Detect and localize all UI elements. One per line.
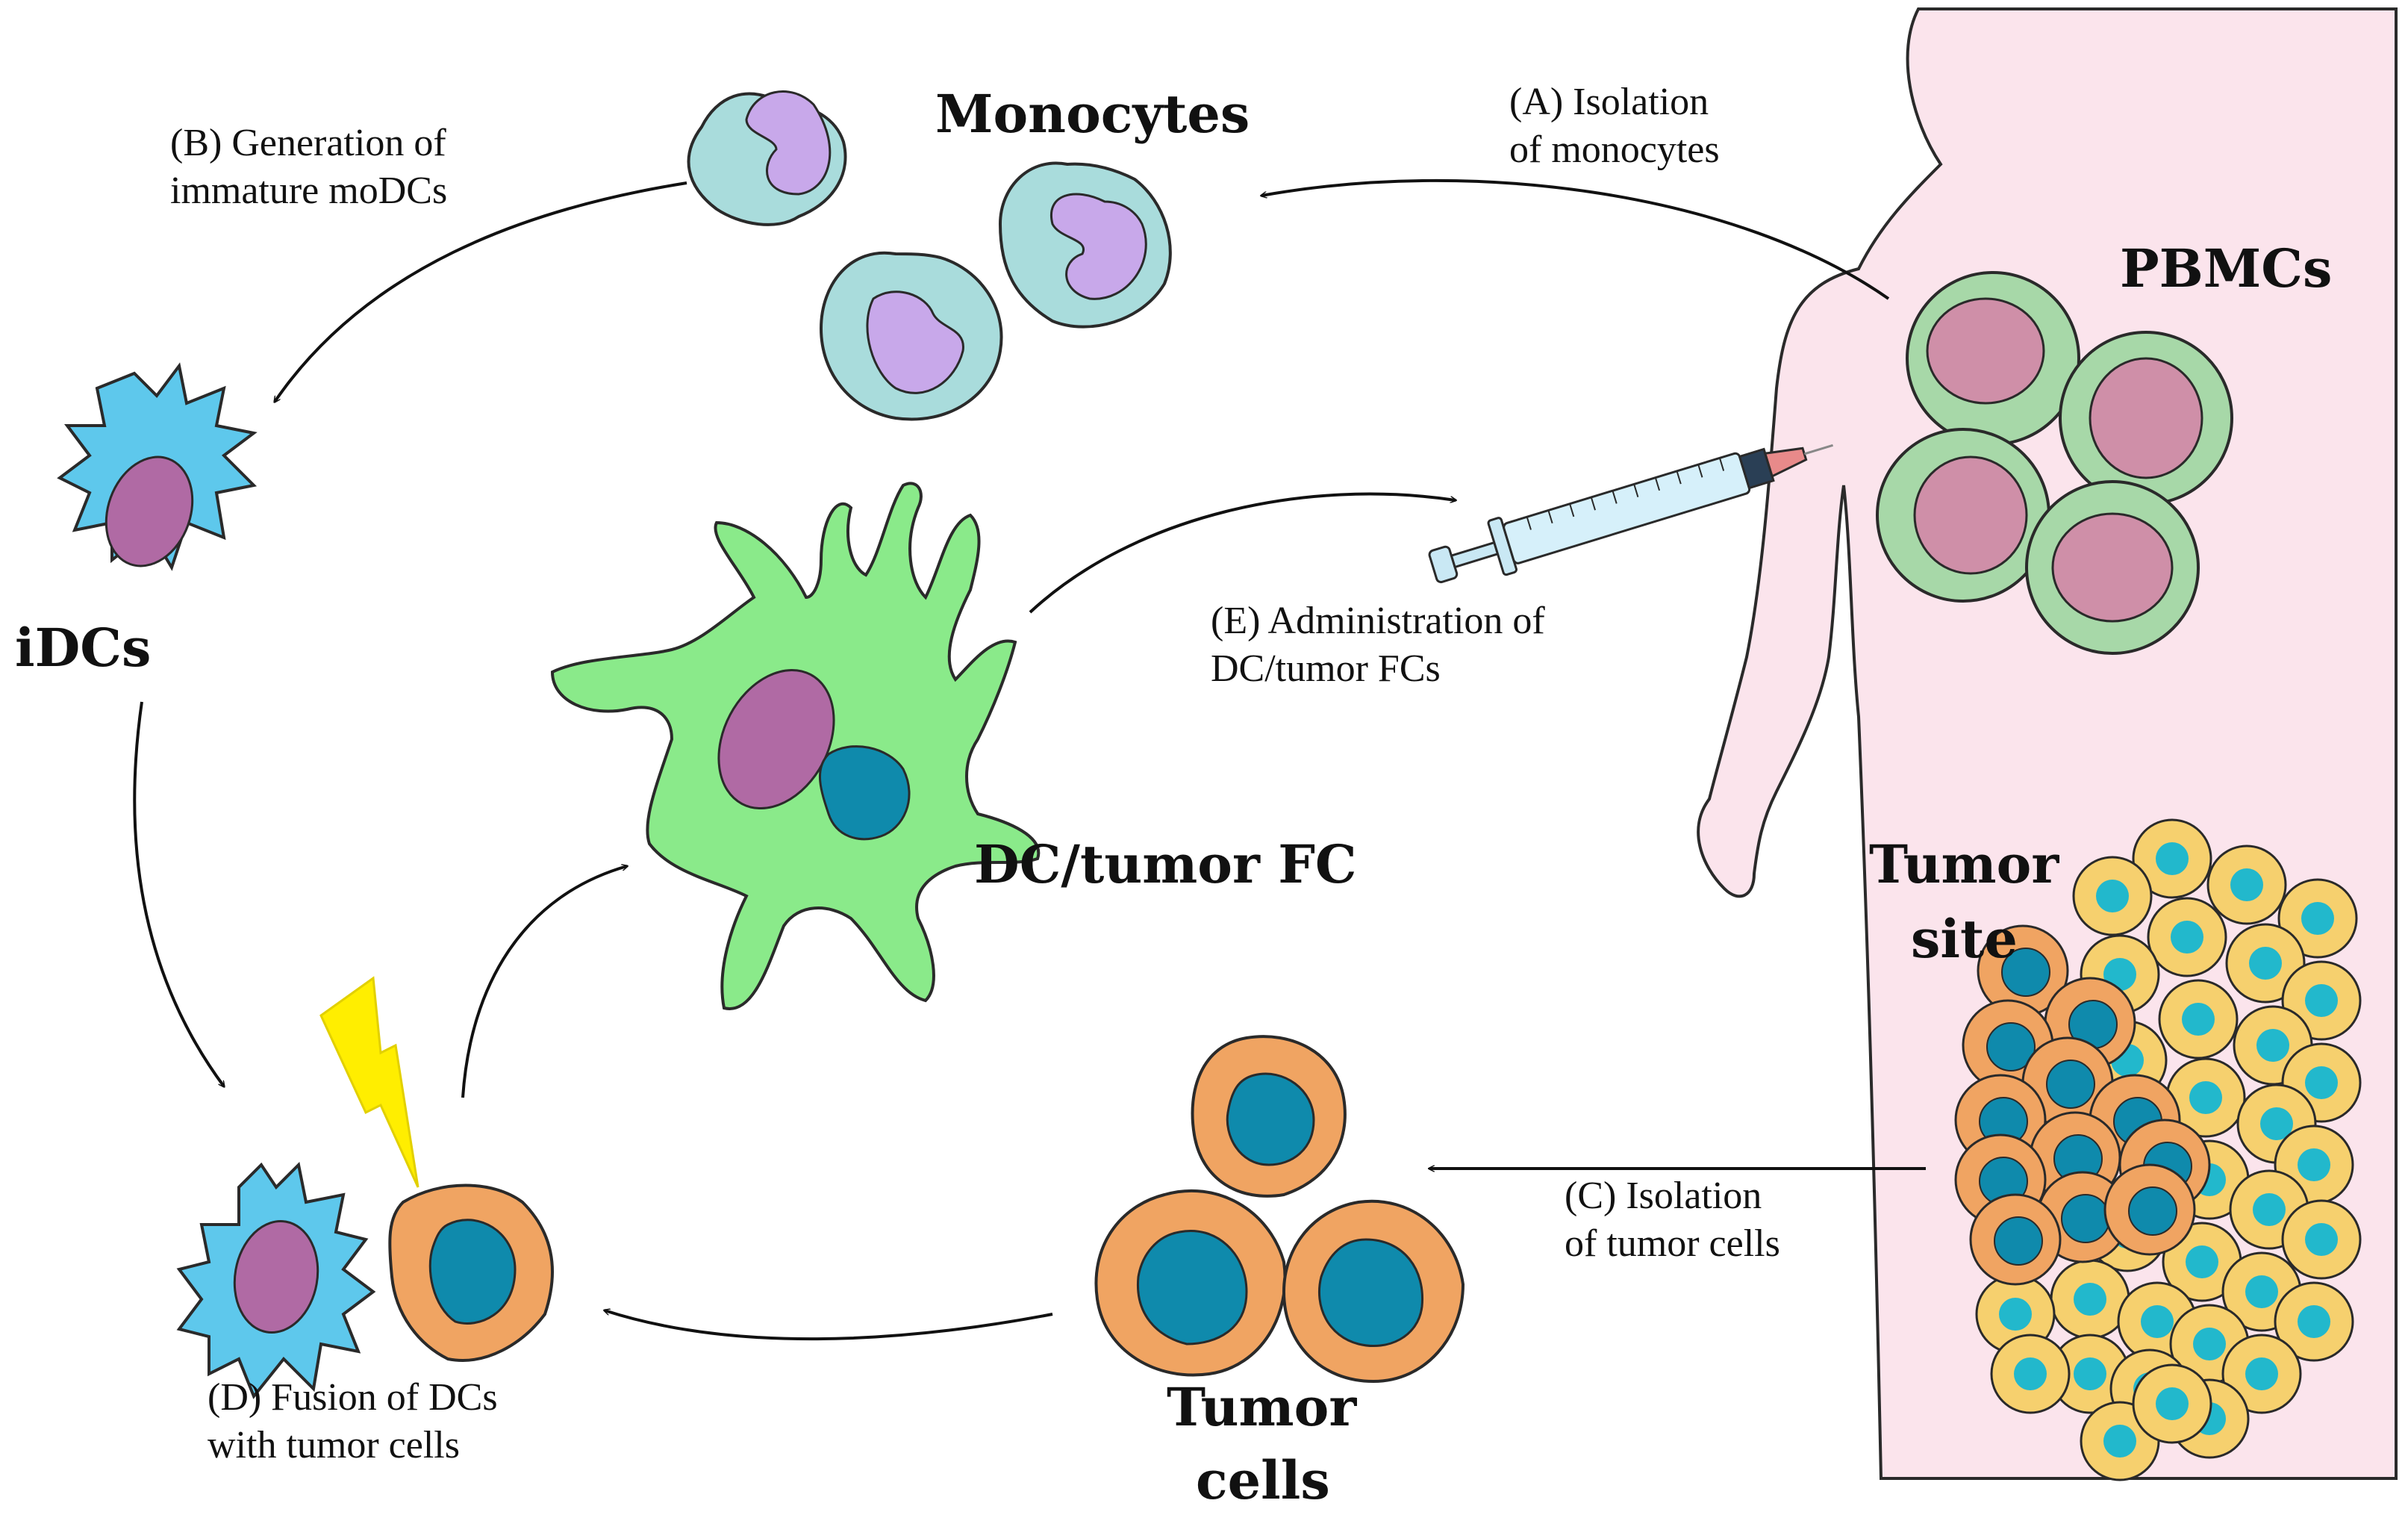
monocyte-cell xyxy=(998,161,1172,329)
step-e-label: (E) Administration of DC/tumor FCs xyxy=(1211,597,1545,693)
tumor-cells-label-line2: cells xyxy=(1196,1449,1330,1511)
tumor-site-cell xyxy=(2277,878,2358,959)
arrow-isolation-monocytes xyxy=(1261,178,1890,300)
dc-tumor-fc-label: DC/tumor FC xyxy=(974,833,1357,895)
tumor-site-cell xyxy=(2103,1163,2196,1256)
step-b-label: (B) Generation of immature moDCs xyxy=(170,119,447,215)
step-d-line1: (D) Fusion of DCs xyxy=(208,1376,498,1419)
monocyte-cell xyxy=(819,251,1003,421)
tumor-cells-label-line1: Tumor xyxy=(1167,1376,1357,1438)
pbmcs-label: PBMCs xyxy=(2120,237,2333,299)
step-a-label: (A) Isolation of monocytes xyxy=(1509,78,1720,174)
tumor-site-cell xyxy=(2050,1259,2130,1340)
lightning-bolt-icon xyxy=(319,976,419,1188)
pbmc-cell xyxy=(2059,331,2233,506)
tumor-site-cell xyxy=(2206,844,2287,925)
step-b-line2: immature moDCs xyxy=(170,169,448,212)
arrow-fusion-to-fc xyxy=(461,866,627,1098)
arrow-idcs-to-fusion xyxy=(133,701,224,1086)
tumor-cell xyxy=(1094,1189,1287,1377)
dendritic-cell xyxy=(176,1161,376,1399)
tumor-site-cell xyxy=(2281,1199,2362,1280)
tumor-site-cell xyxy=(1977,924,2069,1017)
monocytes-label: Monocytes xyxy=(935,83,1250,145)
tumor-site-cell xyxy=(1990,1334,2071,1414)
tumor-cell xyxy=(1191,1035,1347,1198)
tumor-site-cell xyxy=(1969,1193,2062,1286)
fusion-cell xyxy=(550,482,1041,1010)
idcs-label: iDCs xyxy=(15,617,152,679)
tumor-site-label-line2: site xyxy=(1911,908,2018,970)
arrow-generation-modcs xyxy=(275,181,687,402)
step-d-line2: with tumor cells xyxy=(208,1424,460,1466)
step-c-line1: (C) Isolation xyxy=(1565,1175,1762,1217)
tumor-site-label-line1: Tumor xyxy=(1869,833,2059,895)
monocyte-cell xyxy=(687,90,847,226)
tumor-site-cluster xyxy=(1954,818,2362,1481)
dendritic-cell xyxy=(57,362,258,571)
tumor-site-cell xyxy=(2274,1281,2354,1362)
step-b-line1: (B) Generation of xyxy=(170,122,446,164)
step-a-line1: (A) Isolation xyxy=(1509,81,1709,123)
tumor-site-cell xyxy=(2147,897,2227,977)
syringe-icon xyxy=(1428,444,1833,584)
step-d-label: (D) Fusion of DCs with tumor cells xyxy=(208,1374,498,1469)
pbmc-cell xyxy=(1876,428,2050,603)
tumor-site-cell xyxy=(2132,818,2212,899)
arrow-fc-to-syringe xyxy=(1029,492,1456,614)
step-c-label: (C) Isolation of tumor cells xyxy=(1565,1172,1780,1268)
step-a-line2: of monocytes xyxy=(1509,128,1720,171)
step-c-line2: of tumor cells xyxy=(1565,1222,1780,1265)
pbmc-cell xyxy=(1906,271,2080,446)
pbmc-cell xyxy=(2025,480,2200,655)
tumor-site-cell xyxy=(2132,1363,2212,1444)
tumor-site-cell xyxy=(2165,1057,2246,1138)
tumor-site-cell xyxy=(2158,979,2239,1060)
tumor-site-cell xyxy=(2072,856,2153,936)
step-e-line1: (E) Administration of xyxy=(1211,600,1545,642)
step-e-line2: DC/tumor FCs xyxy=(1211,647,1441,690)
tumor-site-cell xyxy=(2221,1334,2302,1414)
arrow-tumor-to-fusion xyxy=(605,1310,1053,1341)
tumor-site-cell xyxy=(2162,1222,2242,1302)
tumor-cell xyxy=(388,1183,554,1362)
tumor-cell xyxy=(1282,1199,1465,1384)
tumor-site-cell xyxy=(2225,923,2306,1004)
tumor-site-cell xyxy=(2050,1334,2130,1414)
